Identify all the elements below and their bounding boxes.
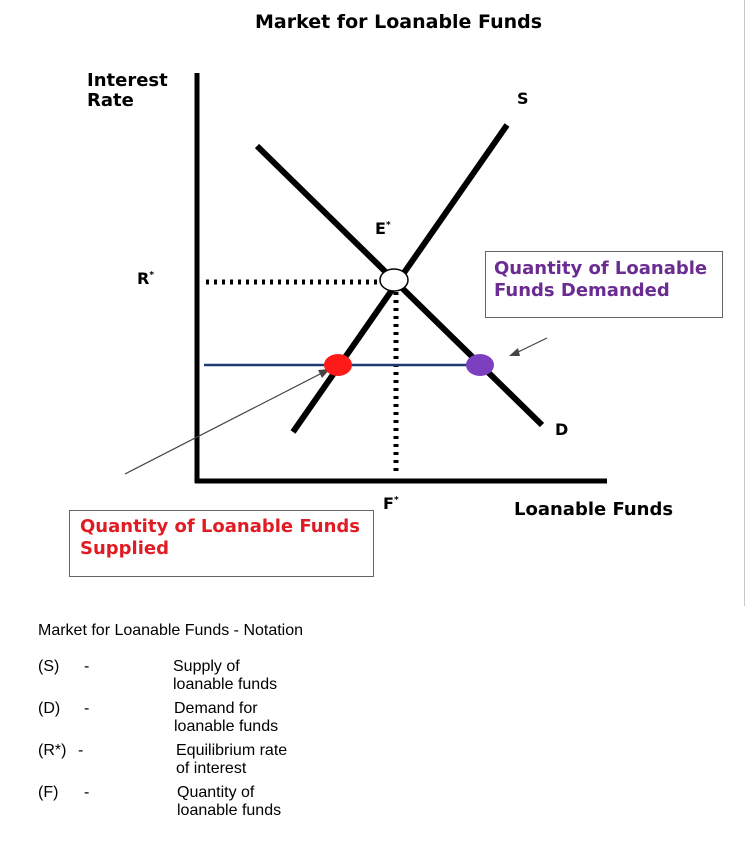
notation-description: Quantity of loanable funds xyxy=(177,784,282,819)
point-letter: E xyxy=(375,219,386,238)
notation-description: Equilibrium rate of interest xyxy=(176,742,288,777)
quantity-demanded-callout: Quantity of Loanable Funds Demanded xyxy=(485,251,723,318)
notation-section: Market for Loanable Funds - Notation (S)… xyxy=(38,622,303,826)
notation-symbol: (R*) xyxy=(38,742,67,759)
point-star: * xyxy=(385,220,391,231)
notation-row: (S) - Supply of loanable funds xyxy=(38,658,303,700)
notation-symbol: (F) xyxy=(38,784,59,801)
supply-curve-label: S xyxy=(517,89,529,108)
y-axis-label: Interest Rate xyxy=(87,71,168,111)
right-border xyxy=(744,0,745,606)
loanable-funds-diagram: Market for Loanable Funds Interest Rate … xyxy=(69,11,723,577)
supplied-callout-line1: Quantity of Loanable Funds xyxy=(80,516,361,537)
equilibrium-point-label: E* xyxy=(375,220,391,238)
notation-row: (F) - Quantity of loanable funds xyxy=(38,784,303,826)
supplied-arrow xyxy=(124,372,323,475)
demanded-arrowhead xyxy=(509,348,520,356)
notation-symbol: (S) xyxy=(38,658,60,675)
equilibrium-rate-label: R* xyxy=(137,270,154,288)
equilibrium-quantity-label: F* xyxy=(383,495,399,513)
notation-symbol: (D) xyxy=(38,700,61,717)
diagram-canvas xyxy=(124,73,607,484)
diagram-title: Market for Loanable Funds xyxy=(255,11,543,33)
notation-dash: - xyxy=(84,700,90,717)
quantity-supplied-callout: Quantity of Loanable Funds Supplied xyxy=(69,510,374,577)
equilibrium-point xyxy=(379,268,409,292)
demanded-point xyxy=(466,354,494,376)
notation-heading: Market for Loanable Funds - Notation xyxy=(38,622,304,639)
notation-row: (D) - Demand for loanable funds xyxy=(38,700,303,742)
notation-row: (R*) - Equilibrium rate of interest xyxy=(38,742,303,784)
rate-letter: R xyxy=(137,269,150,288)
quantity-star: * xyxy=(393,495,399,506)
demanded-callout-line2: Funds Demanded xyxy=(494,279,670,301)
rate-star: * xyxy=(149,270,155,281)
y-axis-label-line1: Interest xyxy=(87,70,168,91)
demanded-callout-line1: Quantity of Loanable xyxy=(494,258,708,279)
notation-description: Supply of loanable funds xyxy=(173,658,278,693)
demanded-arrow xyxy=(515,337,548,354)
supplied-callout-line2: Supplied xyxy=(80,537,169,559)
notation-dash: - xyxy=(78,742,84,759)
quantity-letter: F xyxy=(383,494,394,513)
x-axis-label: Loanable Funds xyxy=(514,499,674,520)
notation-description: Demand for loanable funds xyxy=(174,700,279,735)
y-axis-label-line2: Rate xyxy=(87,89,134,111)
notation-dash: - xyxy=(84,784,90,801)
notation-dash: - xyxy=(84,658,90,675)
demand-curve-label: D xyxy=(555,420,569,439)
supplied-point xyxy=(324,354,352,376)
